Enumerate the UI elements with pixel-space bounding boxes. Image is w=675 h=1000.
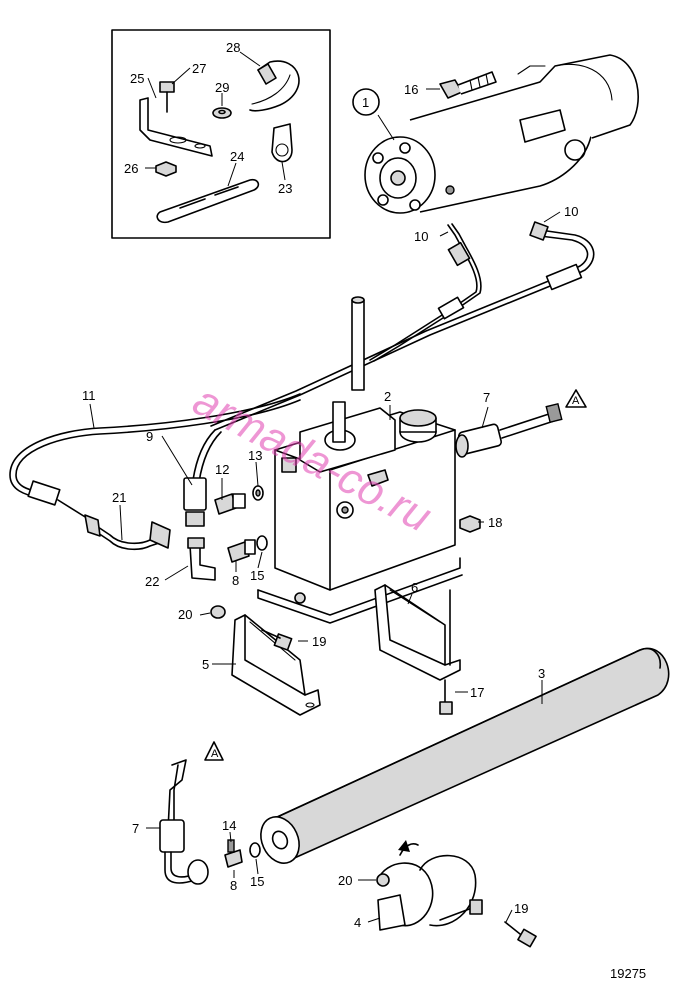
accumulator-cylinder <box>260 647 670 864</box>
callout: 4 <box>354 915 361 930</box>
callout: 5 <box>202 657 209 672</box>
callout: 17 <box>470 685 484 700</box>
bolt-19 <box>261 629 293 651</box>
hose-lower <box>159 741 224 885</box>
callout: 3 <box>538 666 545 681</box>
fittings-upper <box>214 485 268 563</box>
callout: 20 <box>338 873 352 888</box>
callout: 25 <box>130 71 144 86</box>
callout: 15 <box>250 874 264 889</box>
reference-mark: A <box>211 748 219 760</box>
callout: 21 <box>112 490 126 505</box>
hose-upper <box>455 389 587 458</box>
callout: 9 <box>146 429 153 444</box>
callout: 15 <box>250 568 264 583</box>
callout: 19 <box>312 634 326 649</box>
bracket-part <box>139 97 213 157</box>
elbow-fitting <box>189 544 216 581</box>
callout: 18 <box>488 515 502 530</box>
nut-18 <box>459 515 481 533</box>
drawing-number: 19275 <box>610 966 646 981</box>
callout: 24 <box>230 149 244 164</box>
callout: 12 <box>215 462 229 477</box>
callout: 8 <box>232 573 239 588</box>
oil-tank <box>257 296 463 624</box>
callout-labels: 28 27 25 29 26 24 23 16 1 10 10 2 7 A 11… <box>82 40 580 930</box>
plate-part <box>156 178 260 224</box>
reference-mark: A <box>572 395 580 407</box>
bolt-17 <box>439 679 453 715</box>
callout: 16 <box>404 82 418 97</box>
callout: 20 <box>178 607 192 622</box>
callout: 10 <box>414 229 428 244</box>
inset-detail-box <box>111 29 331 239</box>
callout: 2 <box>384 389 391 404</box>
bracket-6 <box>374 584 461 681</box>
bracket-5 <box>231 614 321 716</box>
callout: 22 <box>145 574 159 589</box>
washer-20 <box>210 605 226 619</box>
callout: 7 <box>483 390 490 405</box>
callout: 29 <box>215 80 229 95</box>
callout: 26 <box>124 161 138 176</box>
callout: 6 <box>411 580 418 595</box>
callout: 11 <box>82 388 96 403</box>
callout: 8 <box>230 878 237 893</box>
bolt-16 <box>439 79 463 99</box>
leader-lines <box>89 51 561 923</box>
callout: 1 <box>362 95 369 110</box>
clip-part <box>249 60 300 112</box>
callout: 10 <box>564 204 578 219</box>
callout-circle-1 <box>352 88 380 116</box>
callout: 13 <box>248 448 262 463</box>
callout: 7 <box>132 821 139 836</box>
callout: 27 <box>192 61 206 76</box>
callout: 14 <box>222 818 236 833</box>
fittings-lower <box>224 839 261 868</box>
nut-part <box>155 161 177 177</box>
p-clamp-part <box>271 123 293 163</box>
callout: 28 <box>226 40 240 55</box>
hydraulic-lines <box>9 221 595 581</box>
mounting-clamp <box>376 840 537 948</box>
callout: 19 <box>514 901 528 916</box>
starter-motor <box>364 54 639 214</box>
callout: 23 <box>278 181 292 196</box>
